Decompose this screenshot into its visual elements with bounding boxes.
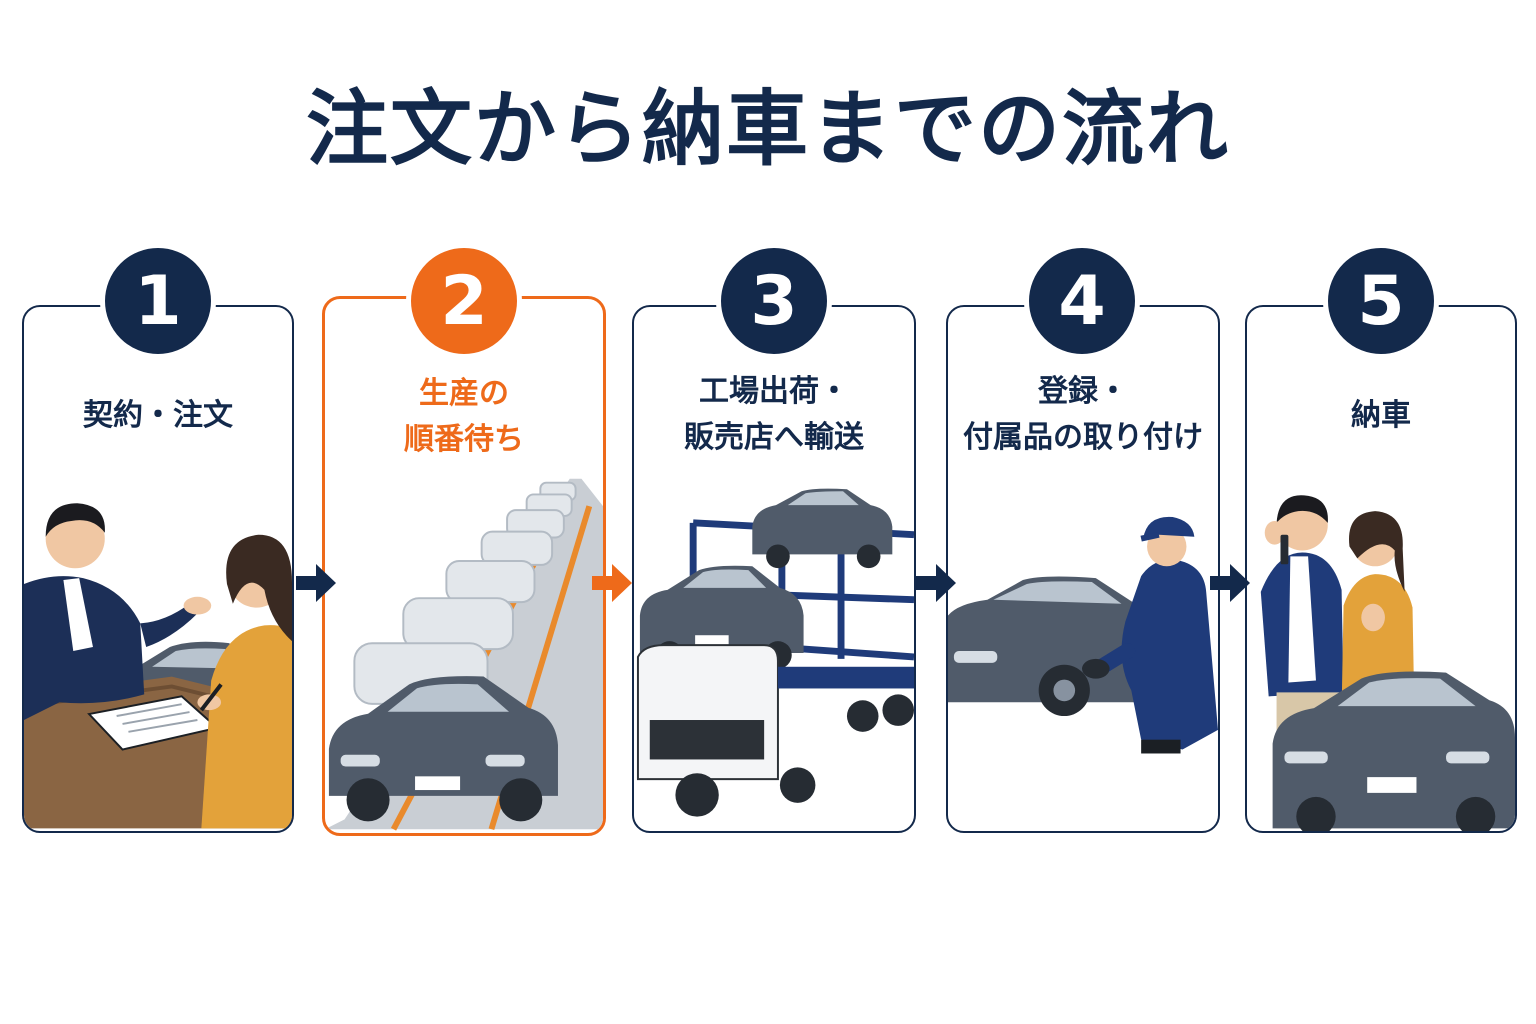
- step-card-2: 生産の 順番待ち: [322, 296, 606, 836]
- step-label-2: 生産の 順番待ち: [404, 376, 524, 457]
- delivery-illustration: [1260, 495, 1515, 831]
- step-label-5: 納車: [1351, 398, 1411, 433]
- step-number-4: 4: [1024, 243, 1140, 359]
- step-number-3: 3: [716, 243, 832, 359]
- production-line-illustration: [325, 478, 603, 831]
- page-title: 注文から納車までの流れ: [305, 82, 1230, 177]
- arrow-right-icon: [592, 564, 632, 602]
- step-label-1: 契約・注文: [83, 398, 233, 433]
- car-transport-truck-illustration: [636, 488, 914, 817]
- contract-illustration: [24, 503, 292, 829]
- step-label-4: 登録・ 付属品の取り付け: [963, 374, 1203, 455]
- arrow-right-icon: [296, 564, 336, 602]
- step-card-4: 登録・ 付属品の取り付け: [946, 305, 1220, 833]
- arrow-right-icon: [1210, 564, 1250, 602]
- step-card-5: 納車: [1245, 305, 1517, 833]
- step-number-5: 5: [1323, 243, 1439, 359]
- step-number-2: 2: [406, 243, 522, 359]
- step-card-3: 工場出荷・ 販売店へ輸送: [632, 305, 916, 833]
- step-number-1: 1: [100, 243, 216, 359]
- arrow-right-icon: [916, 564, 956, 602]
- registration-accessories-illustration: [948, 516, 1218, 754]
- step-label-3: 工場出荷・ 販売店へ輸送: [684, 374, 864, 455]
- step-card-1: 契約・注文: [22, 305, 294, 833]
